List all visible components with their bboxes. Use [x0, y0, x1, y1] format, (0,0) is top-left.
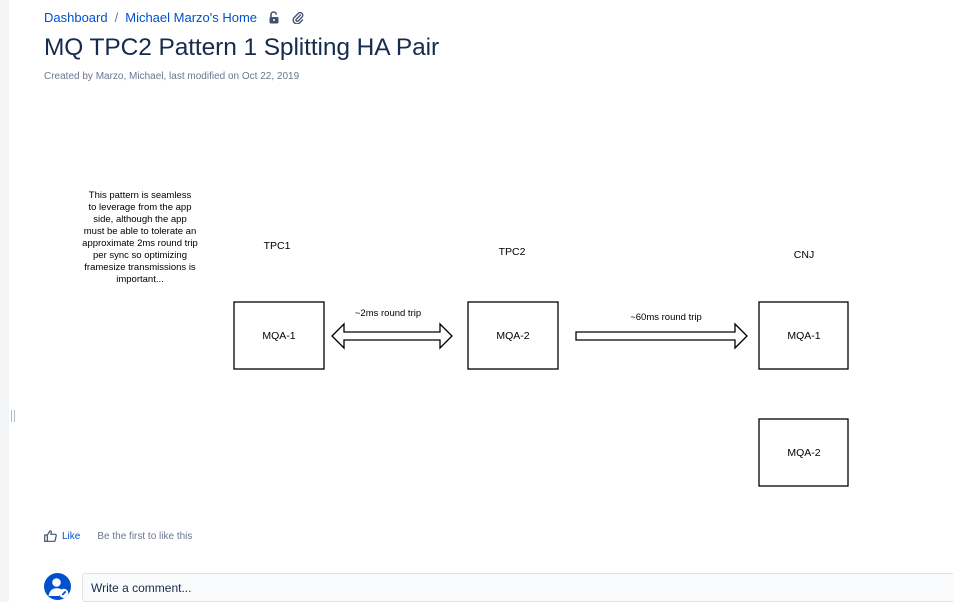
attachment-icon[interactable] [291, 10, 305, 24]
avatar [44, 573, 71, 600]
queue-manager-label: MQA-1 [262, 330, 295, 342]
breadcrumb-dashboard-link[interactable]: Dashboard [44, 9, 108, 25]
queue-manager-label: MQA-2 [496, 330, 529, 342]
queue-manager-label: MQA-1 [787, 330, 820, 342]
thumbs-up-icon [44, 530, 57, 542]
like-hint: Be the first to like this [97, 530, 193, 542]
queue-manager-box-tpc2-mqa2 [467, 301, 559, 370]
site-label-cnj: CNJ [794, 249, 814, 261]
diagram-note-line: must be able to tolerate an [84, 226, 197, 237]
sidebar-resize-handle[interactable] [11, 410, 15, 422]
diagram-note-line: per sync so optimizing [93, 250, 187, 261]
page-metadata: Created by Marzo, Michael, last modified… [44, 71, 300, 82]
site-label-tpc2: TPC2 [499, 246, 526, 258]
diagram-note-line: to leverage from the app [89, 202, 192, 213]
like-row: Like Be the first to like this [44, 530, 192, 542]
comment-input[interactable] [82, 573, 953, 602]
diagram-note-line: This pattern is seamless [89, 190, 192, 201]
architecture-diagram: This pattern is seamless to leverage fro… [60, 180, 890, 500]
page-title: MQ TPC2 Pattern 1 Splitting HA Pair [44, 34, 440, 61]
breadcrumb-separator: / [114, 9, 119, 25]
breadcrumb-home-link[interactable]: Michael Marzo's Home [125, 9, 258, 25]
diagram-note-line: side, although the app [93, 214, 187, 225]
site-label-tpc1: TPC1 [264, 240, 291, 252]
queue-manager-box-tpc1-mqa1 [233, 301, 325, 370]
diagram-note: This pattern is seamless to leverage fro… [82, 190, 198, 285]
arrow-tpc2-cnj [575, 322, 748, 350]
breadcrumb: Dashboard / Michael Marzo's Home [44, 8, 305, 26]
diagram-note-line: framesize transmissions is [84, 262, 196, 273]
link-label-60ms: ~60ms round trip [630, 312, 702, 323]
link-label-2ms: ~2ms round trip [355, 308, 421, 319]
queue-manager-box-cnj-mqa2 [758, 418, 849, 487]
left-rail [0, 0, 9, 602]
double-arrow-tpc1-tpc2 [331, 322, 453, 350]
like-label: Like [62, 530, 81, 542]
user-avatar-icon [48, 578, 69, 598]
comment-row [44, 573, 953, 602]
like-button[interactable]: Like [44, 530, 80, 542]
unlock-icon[interactable] [267, 10, 281, 24]
diagram-note-line: approximate 2ms round trip [82, 238, 198, 249]
queue-manager-box-cnj-mqa1 [758, 301, 849, 370]
queue-manager-label: MQA-2 [787, 447, 820, 459]
diagram-note-line: important... [116, 274, 164, 285]
